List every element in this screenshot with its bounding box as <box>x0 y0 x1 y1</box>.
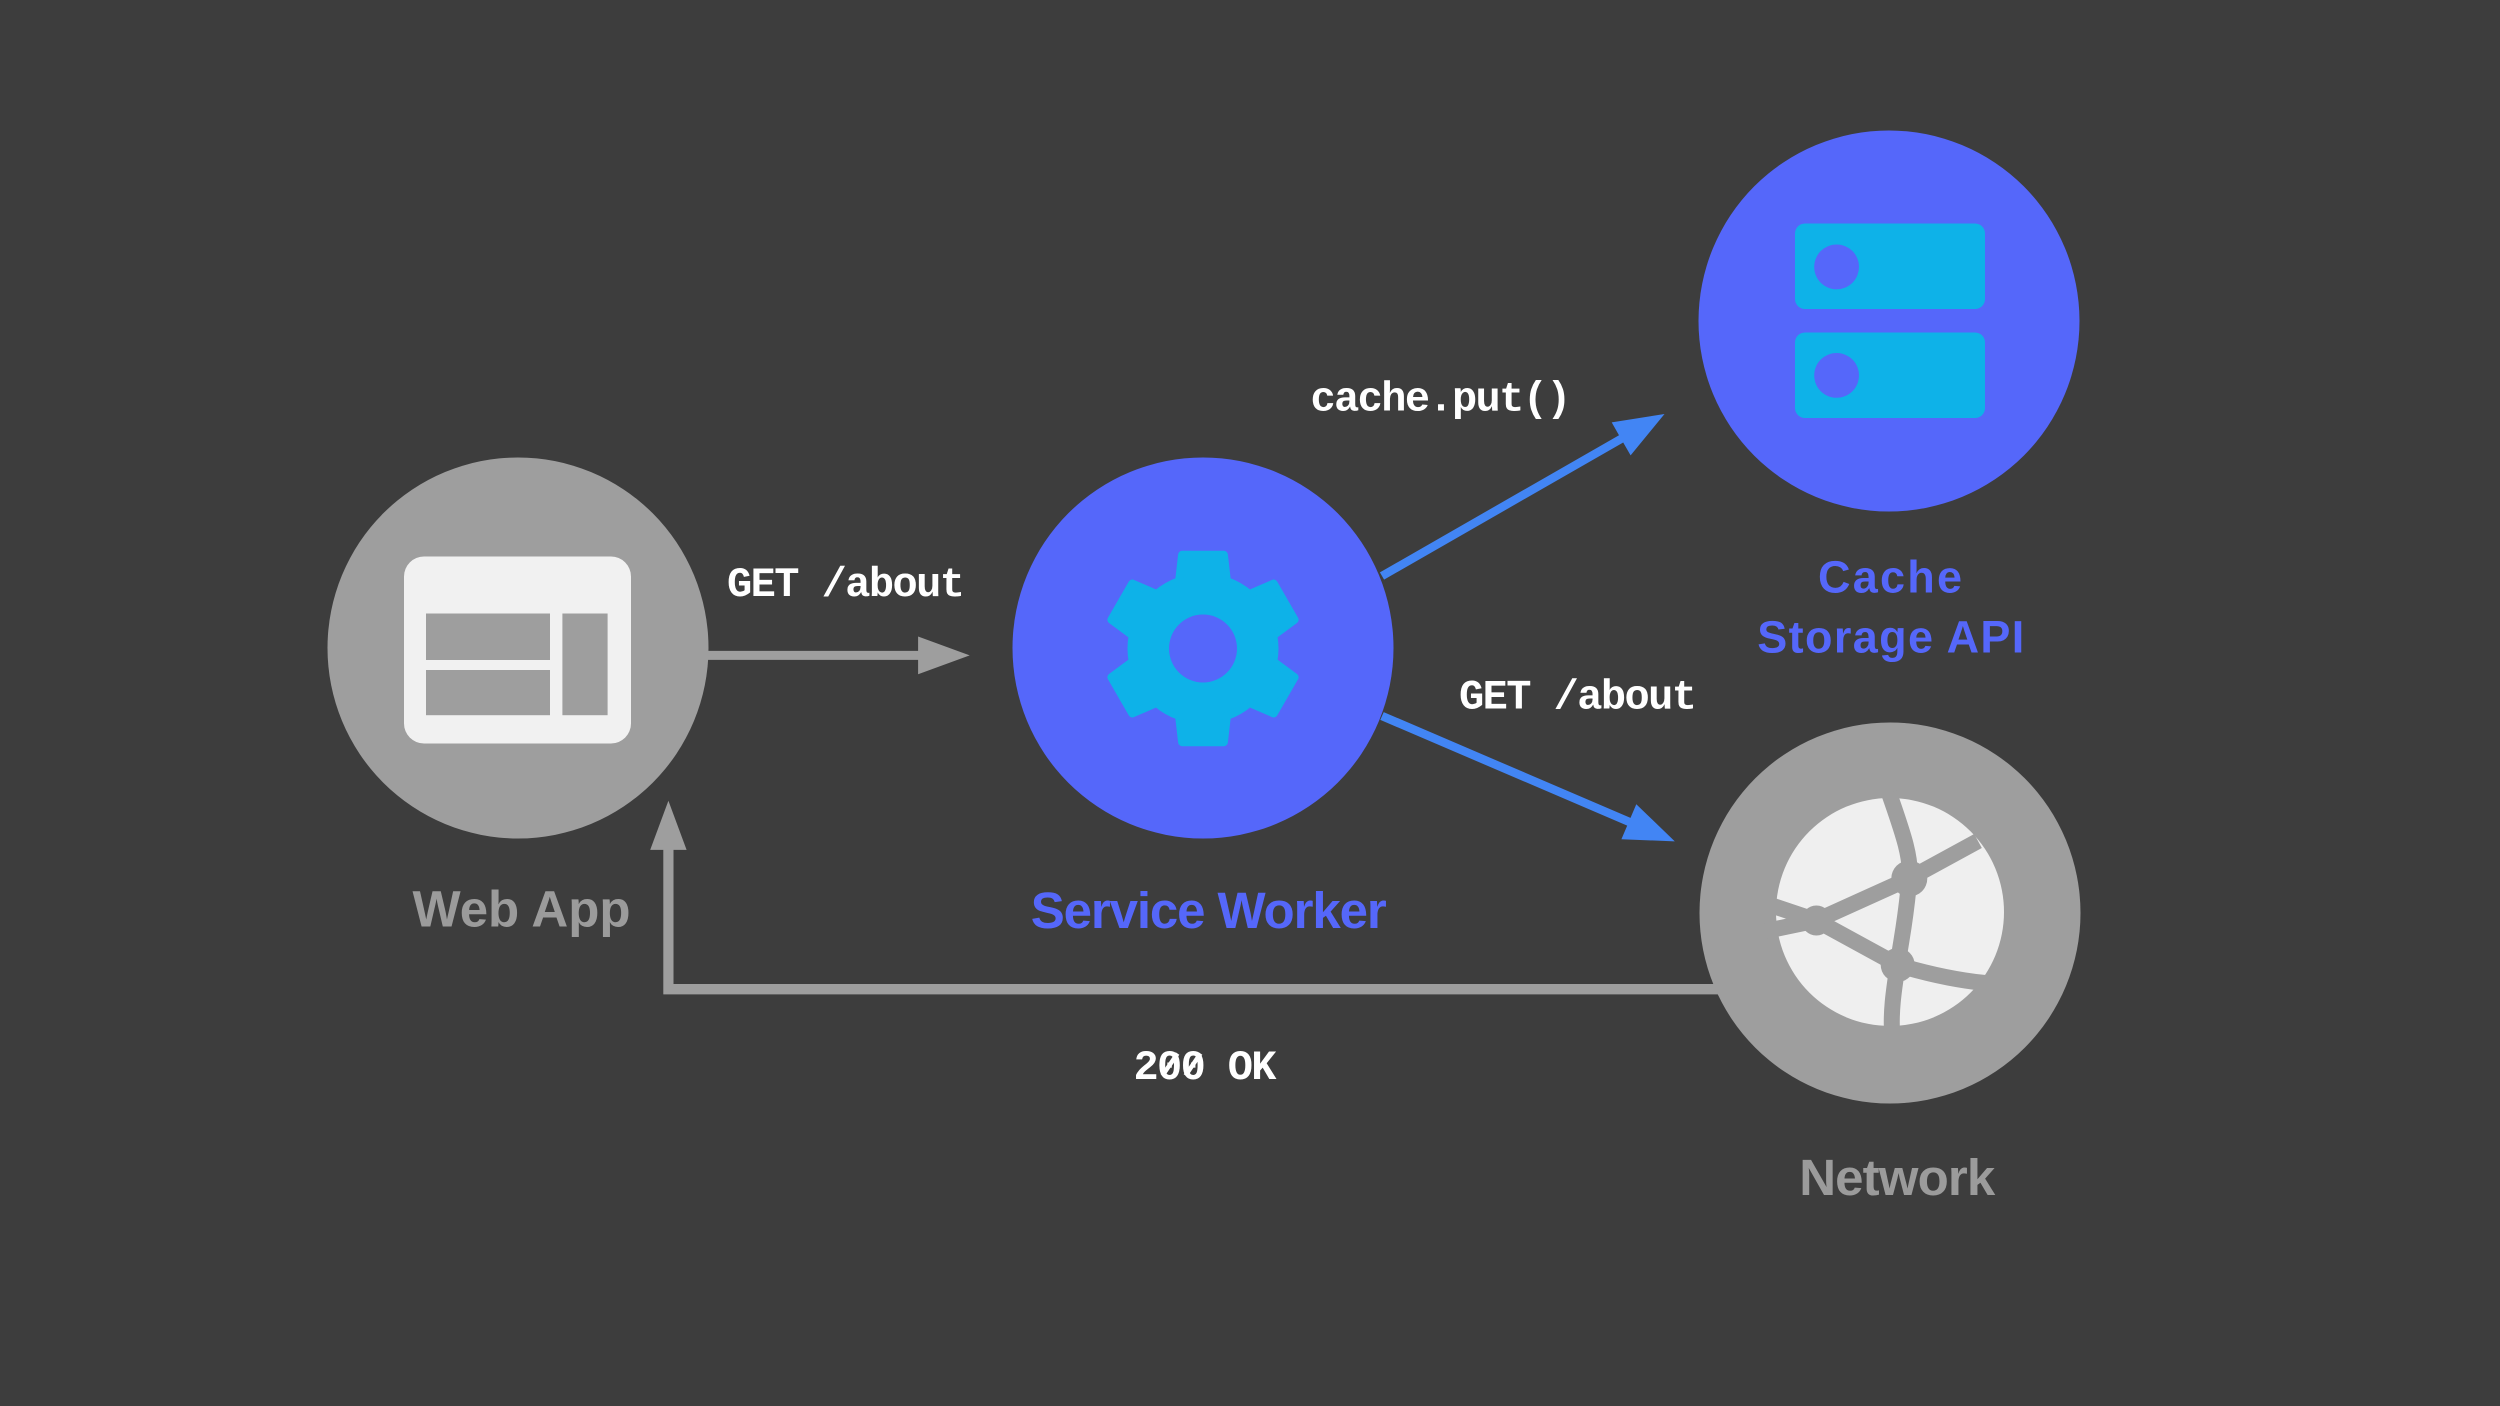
svg-text:GET /about: GET /about <box>1459 673 1697 721</box>
svg-text:Web App: Web App <box>413 881 631 938</box>
svg-text:GET /about: GET /about <box>727 561 965 609</box>
svg-text:Service Worker: Service Worker <box>1031 882 1387 939</box>
svg-text:200 OK: 200 OK <box>1134 1044 1278 1092</box>
svg-text:Cache: Cache <box>1818 551 1962 602</box>
svg-text:Storage API: Storage API <box>1757 612 2024 663</box>
svg-text:cache.put(): cache.put() <box>1311 376 1572 424</box>
svg-text:Network: Network <box>1799 1149 1996 1206</box>
